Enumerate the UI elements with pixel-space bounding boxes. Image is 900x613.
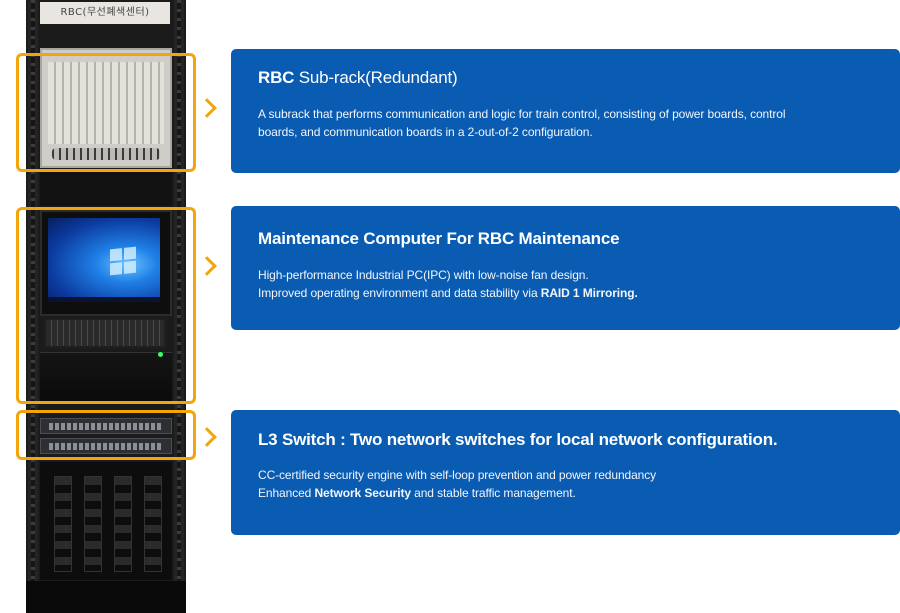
keyboard-drawer bbox=[44, 318, 166, 348]
description-emphasis: RAID 1 Mirroring. bbox=[540, 286, 638, 300]
rbc-subrack-image bbox=[40, 48, 172, 168]
card-description: High-performance Industrial PC(IPC) with… bbox=[258, 266, 858, 302]
subrack-boards bbox=[48, 62, 164, 144]
description-text: Improved operating environment and data … bbox=[258, 286, 541, 300]
l3-switch-1 bbox=[40, 418, 172, 434]
card-description: A subrack that performs communication an… bbox=[258, 105, 858, 141]
rack-rail-left bbox=[28, 0, 38, 613]
rack-label: RBC(무선폐색센터) bbox=[40, 2, 170, 24]
description-text: and stable traffic management. bbox=[410, 486, 576, 500]
card-description: CC-certified security engine with self-l… bbox=[258, 466, 858, 502]
psu-module bbox=[84, 476, 102, 572]
rack-base bbox=[26, 581, 186, 613]
highlight-frame-l3-switch bbox=[16, 410, 196, 460]
card-title: RBC Sub-rack(Redundant) bbox=[258, 68, 458, 88]
psu-module bbox=[144, 476, 162, 572]
rack-shelf bbox=[40, 170, 172, 206]
description-line: Improved operating environment and data … bbox=[258, 284, 858, 302]
chevron-right-icon bbox=[197, 98, 217, 118]
rack-photo: RBC(무선폐색센터) bbox=[26, 0, 186, 613]
psu-module bbox=[54, 476, 72, 572]
highlight-frame-maintenance-computer bbox=[16, 207, 196, 404]
psu-module bbox=[114, 476, 132, 572]
description-line: A subrack that performs communication an… bbox=[258, 107, 786, 121]
card-title: L3 Switch : Two network switches for loc… bbox=[258, 430, 778, 449]
screen-taskbar bbox=[48, 297, 160, 302]
maintenance-monitor-image bbox=[40, 210, 172, 316]
description-line: boards, and communication boards in a 2-… bbox=[258, 125, 593, 139]
monitor-screen bbox=[48, 218, 160, 302]
card-title-bold: RBC bbox=[258, 68, 295, 87]
card-l3-switch: L3 Switch : Two network switches for loc… bbox=[231, 410, 900, 535]
subrack-cables bbox=[52, 148, 160, 160]
power-supply-units bbox=[40, 462, 172, 580]
description-emphasis: Network Security bbox=[314, 486, 411, 500]
description-line: Enhanced Network Security and stable tra… bbox=[258, 484, 858, 502]
card-title: Maintenance Computer For RBC Maintenance bbox=[258, 229, 620, 248]
chevron-right-icon bbox=[197, 256, 217, 276]
l3-switch-2 bbox=[40, 438, 172, 454]
power-led-icon bbox=[158, 352, 163, 357]
description-text: Enhanced bbox=[258, 486, 315, 500]
card-title-rest: Sub-rack(Redundant) bbox=[294, 68, 458, 87]
chevron-right-icon bbox=[197, 427, 217, 447]
highlight-frame-subrack bbox=[16, 53, 196, 172]
description-line: CC-certified security engine with self-l… bbox=[258, 468, 657, 482]
card-rbc-subrack: RBC Sub-rack(Redundant) A subrack that p… bbox=[231, 49, 900, 173]
industrial-pc-unit bbox=[40, 352, 172, 404]
card-maintenance-computer: Maintenance Computer For RBC Maintenance… bbox=[231, 206, 900, 330]
rack-rail-right bbox=[174, 0, 184, 613]
description-line: High-performance Industrial PC(IPC) with… bbox=[258, 268, 589, 282]
